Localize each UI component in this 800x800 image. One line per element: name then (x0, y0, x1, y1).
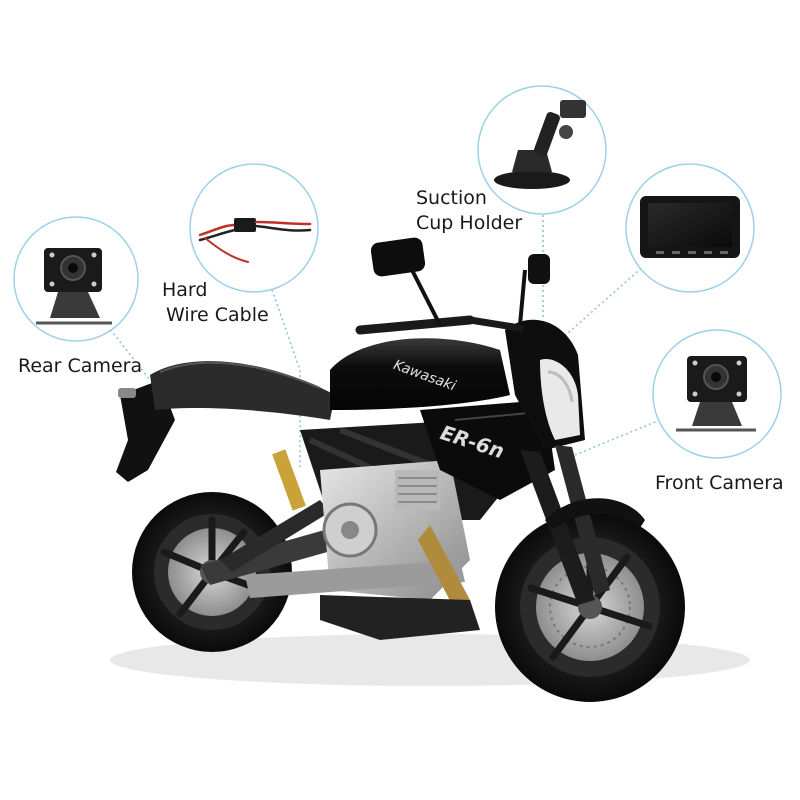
label-hard-wire-line2: Wire Cable (166, 304, 269, 326)
leader-lines (94, 215, 661, 470)
front-camera-icon (676, 356, 756, 432)
callout-suction-cup-holder (477, 85, 607, 215)
label-front-camera: Front Camera (655, 471, 784, 496)
leader-front (574, 419, 661, 456)
leader-monitor (559, 264, 646, 341)
label-hard-wire-line1: Hard (162, 279, 208, 301)
leader-hard-wire (271, 289, 301, 470)
label-rear-camera: Rear Camera (18, 354, 142, 379)
label-suction-line2: Cup Holder (416, 212, 523, 234)
cable-icon (198, 218, 312, 263)
callout-hard-wire-cable (189, 163, 319, 293)
label-suction-line1: Suction (416, 187, 487, 209)
label-suction-cup-holder: Suction Cup Holder (416, 186, 522, 236)
callout-rear-camera (13, 216, 139, 342)
monitor-icon (640, 196, 740, 258)
rear-camera-icon (36, 248, 112, 325)
label-hard-wire-cable: Hard Wire Cable (162, 278, 269, 328)
suction-cup-icon (494, 100, 586, 189)
mirror-right (518, 254, 550, 326)
mirror-left (370, 237, 442, 326)
callout-front-camera (652, 329, 782, 459)
callout-dash-monitor (625, 163, 755, 293)
front-wheel (495, 512, 685, 702)
motorcycle: Kawasaki ER-6n (116, 237, 685, 702)
label-rear-camera-text: Rear Camera (18, 355, 143, 377)
label-front-camera-text: Front Camera (655, 472, 784, 494)
